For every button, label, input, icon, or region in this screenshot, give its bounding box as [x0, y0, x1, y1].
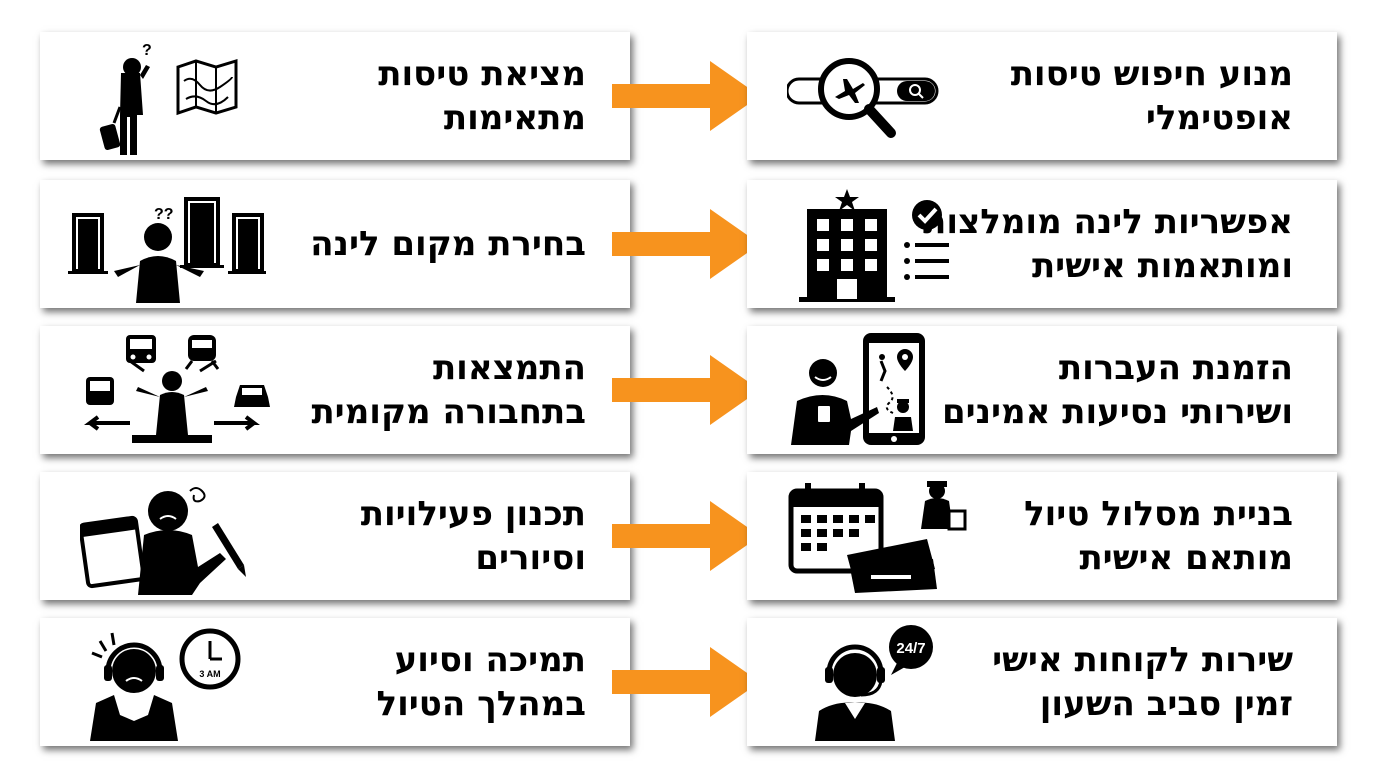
stressed-headset-clock-icon: 3 AM: [90, 628, 241, 741]
problem-text: מציאת טיסות מתאימות: [378, 52, 586, 140]
arrow-icon: [612, 61, 760, 131]
solution-text: אפשריות לינה מומלצות ומותאמות אישית: [923, 200, 1293, 288]
problem-line-1: תכנון פעילויות: [360, 494, 586, 534]
confused-person-doors-icon: ??: [68, 197, 266, 303]
solution-text: מנוע חיפוש טיסות אופטימלי: [1011, 52, 1293, 140]
solution-card-lodging: אפשריות לינה מומלצות ומותאמות אישית: [747, 180, 1337, 308]
solution-line-1: הזמנת העברות: [1058, 348, 1293, 388]
problem-line-2: מתאימות: [443, 98, 586, 138]
problem-text: תכנון פעילויות וסיורים: [361, 492, 586, 580]
transport-crossroads-icon: [84, 335, 270, 443]
calendar-tickets-icon: [788, 481, 967, 593]
solution-line-1: בניית מסלול טיול: [1024, 494, 1293, 534]
problem-card-flights: מציאת טיסות מתאימות ?: [40, 32, 630, 160]
problem-line-2: וסיורים: [475, 538, 586, 578]
problem-card-lodging: בחירת מקום לינה ??: [40, 180, 630, 308]
solution-card-transport: הזמנת העברות ושירותי נסיעות אמינים: [747, 326, 1337, 454]
problem-card-transport: התמצאות בתחבורה מקומית: [40, 326, 630, 454]
solution-line-2: מותאם אישית: [1079, 538, 1293, 578]
support-agent-247-icon: 24/7: [815, 625, 933, 741]
solution-line-2: ושירותי נסיעות אמינים: [941, 392, 1293, 432]
solution-text: בניית מסלול טיול מותאם אישית: [1024, 492, 1293, 580]
svg-text:?: ?: [142, 42, 152, 59]
flight-search-icon: [787, 58, 939, 138]
problem-line-1: התמצאות: [432, 348, 586, 388]
solution-text: שירות לקוחות אישי זמין סביב השעון: [992, 638, 1293, 726]
phone-map-driver-icon: [791, 333, 925, 445]
solution-line-2: אופטימלי: [1145, 98, 1293, 138]
solution-line-2: זמין סביב השעון: [1039, 684, 1293, 724]
solution-card-itinerary: בניית מסלול טיול מותאם אישית: [747, 472, 1337, 600]
arrow-icon: [612, 501, 760, 571]
solution-text: הזמנת העברות ושירותי נסיעות אמינים: [942, 346, 1293, 434]
solution-line-1: אפשריות לינה מומלצות: [923, 202, 1293, 242]
problem-card-activities: תכנון פעילויות וסיורים: [40, 472, 630, 600]
problem-text: תמיכה וסיוע במהלך הטיול: [377, 638, 586, 726]
solution-line-1: שירות לקוחות אישי: [992, 640, 1293, 680]
problem-text: התמצאות בתחבורה מקומית: [311, 346, 586, 434]
problem-card-support: תמיכה וסיוע במהלך הטיול 3 AM: [40, 618, 630, 746]
svg-text:??: ??: [154, 206, 174, 223]
problem-line-1: תמיכה וסיוע: [394, 640, 586, 680]
arrow-icon: [612, 355, 760, 425]
confused-traveler-map-icon: ?: [99, 42, 238, 155]
svg-text:24/7: 24/7: [896, 640, 925, 657]
stressed-planner-icon: [80, 487, 246, 595]
hotel-checklist-icon: [799, 189, 949, 302]
problem-line-2: בתחבורה מקומית: [311, 392, 586, 432]
svg-text:3 AM: 3 AM: [199, 669, 220, 679]
problem-line-1: בחירת מקום לינה: [310, 224, 586, 264]
problem-line-2: במהלך הטיול: [376, 684, 586, 724]
solution-line-2: ומותאמות אישית: [1031, 246, 1293, 286]
solution-card-flights: מנוע חיפוש טיסות אופטימלי: [747, 32, 1337, 160]
problem-line-1: מציאת טיסות: [378, 54, 586, 94]
problem-text: בחירת מקום לינה: [310, 222, 586, 266]
solution-line-1: מנוע חיפוש טיסות: [1010, 54, 1293, 94]
arrow-icon: [612, 647, 760, 717]
arrow-icon: [612, 209, 760, 279]
solution-card-support: שירות לקוחות אישי זמין סביב השעון 24/7: [747, 618, 1337, 746]
